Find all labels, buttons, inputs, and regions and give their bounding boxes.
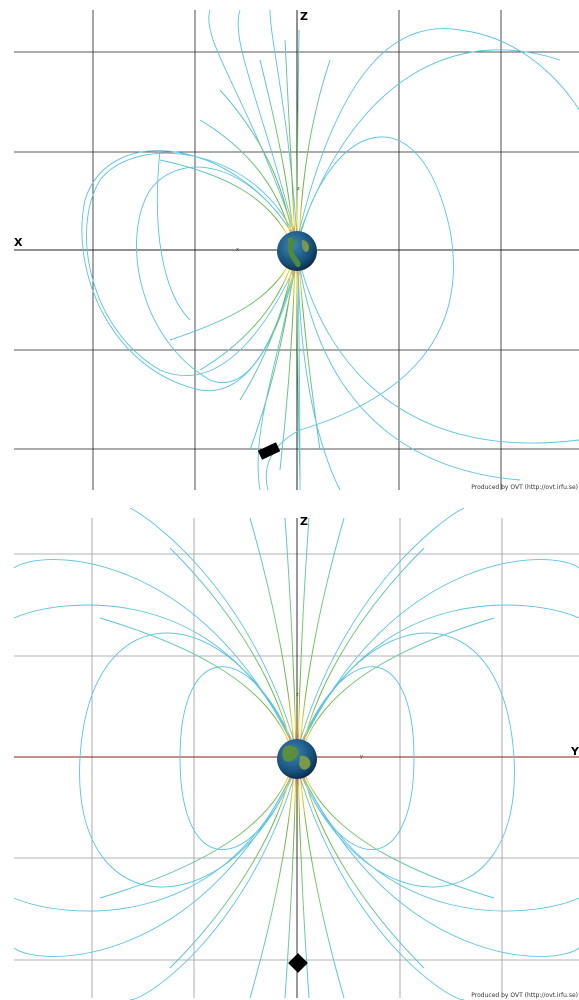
- credit-text: Produced by OVT (http://ovt.irfu.se): [471, 484, 578, 491]
- near-field-lines-south: [169, 261, 321, 481]
- earth-globe: [277, 739, 317, 779]
- small-z-label: z: [297, 186, 300, 192]
- small-z-label: z: [296, 692, 299, 698]
- spacecraft-marker: [257, 442, 281, 460]
- z-axis-label: Z: [300, 515, 308, 528]
- near-field-lines-north: [99, 517, 495, 749]
- yz-view-panel: z y Z Y Produced by OVT (http://ovt.irfu…: [0, 508, 579, 1000]
- y-axis-label: Y: [570, 745, 579, 758]
- xz-view-canvas: z x Z X Produced by OVT (http://ovt.irfu…: [14, 9, 579, 491]
- yz-view-canvas: z y Z Y Produced by OVT (http://ovt.irfu…: [13, 508, 579, 1000]
- spacecraft-marker: [288, 953, 308, 973]
- outer-field-lines: [13, 508, 579, 1000]
- z-axis-label: Z: [300, 10, 308, 23]
- near-field-lines-north: [159, 29, 331, 241]
- small-x-label: x: [236, 247, 239, 253]
- outer-field-lines: [81, 9, 579, 491]
- small-y-label: y: [360, 754, 363, 760]
- earth-globe: [277, 231, 317, 271]
- near-field-lines-south: [99, 769, 495, 999]
- xz-view-panel: z x Z X Produced by OVT (http://ovt.irfu…: [0, 0, 579, 492]
- x-axis-label: X: [14, 236, 23, 249]
- credit-text: Produced by OVT (http://ovt.irfu.se): [471, 992, 578, 999]
